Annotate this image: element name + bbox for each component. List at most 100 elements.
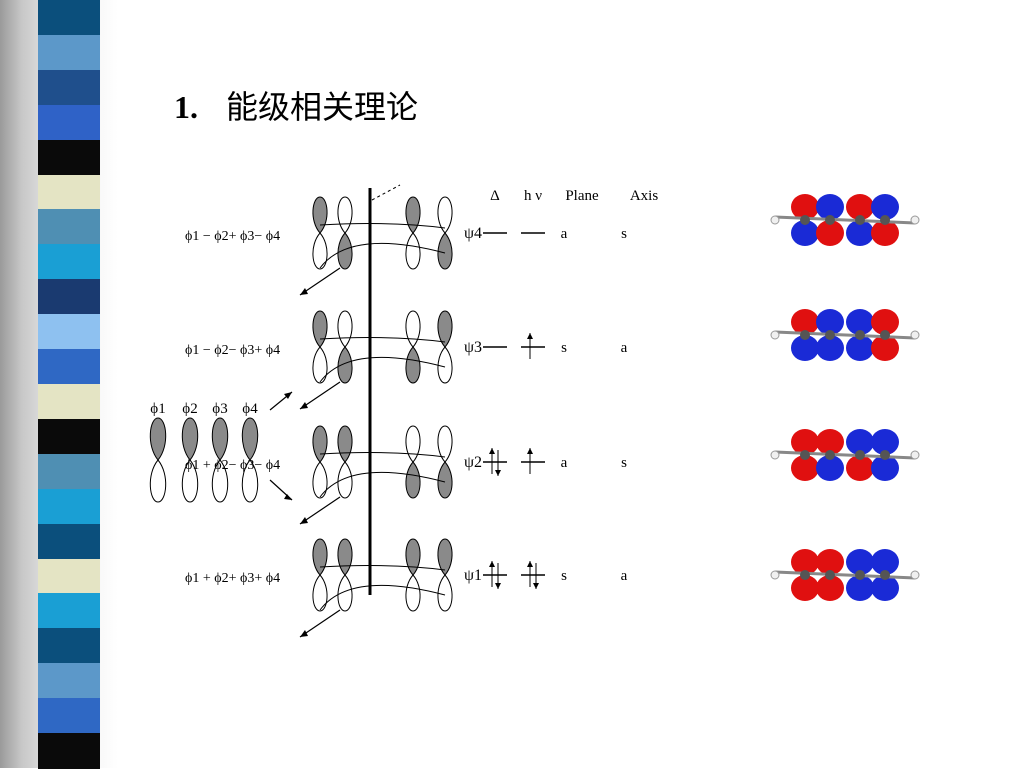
carbon-atom [800,450,810,460]
open-lobe [405,232,421,270]
shaded-lobe [337,425,353,463]
axis-symmetry: a [621,568,628,584]
shaded-lobe [337,538,353,576]
stripe [38,698,100,735]
open-lobe [337,574,353,612]
column-header: Axis [630,188,659,204]
lobe-lower [791,575,819,601]
electron-down-head [495,583,501,589]
hydrogen-atom [910,330,920,340]
lobe-lower [816,220,844,246]
lobe-lower [846,455,874,481]
plane-symmetry: a [561,226,568,242]
open-lobe [437,425,453,463]
carbon-atom [855,570,865,580]
lobe-lower [846,575,874,601]
hydrogen-atom [770,215,780,225]
shaded-lobe [437,461,453,499]
lobe-upper [846,549,874,575]
carbon-atom [800,215,810,225]
open-lobe [312,461,328,499]
correlation-arrow [299,496,341,525]
arrow-head [300,402,308,409]
axis-symmetry: s [621,455,627,471]
combination-label: ϕ1 + ϕ2+ ϕ3+ ϕ4 [185,571,280,586]
arrow-head [300,517,308,524]
stripe [38,349,100,385]
lobe-upper [871,429,899,455]
lobe-upper [871,194,899,220]
lobe-lower [791,455,819,481]
slide-title: 1.能级相关理论 [174,82,418,128]
shaded-lobe [337,232,353,270]
lobe-lower [816,575,844,601]
open-lobe [181,459,199,503]
correlation-arrow [299,609,341,638]
lobe-upper [816,309,844,335]
electron-up-head [527,561,533,567]
lobe-lower [871,335,899,361]
hydrogen-atom [770,570,780,580]
carbon-atom [880,215,890,225]
lobe-upper [816,429,844,455]
arrow-head [300,288,308,295]
combination-label: ϕ1 − ϕ2− ϕ3+ ϕ4 [185,343,280,358]
stripe [38,314,100,351]
axis-symmetry: s [621,226,627,242]
carbon-atom [855,215,865,225]
open-lobe [437,574,453,612]
shaded-lobe [405,461,421,499]
lobe-upper [846,429,874,455]
carbon-atom [825,215,835,225]
bonding-curve [319,242,446,269]
stripe [38,69,100,106]
shaded-lobe [405,538,421,576]
open-lobe [405,310,421,348]
lobe-upper [791,309,819,335]
carbon-atom [825,570,835,580]
shaded-lobe [211,417,229,461]
stripe [38,593,100,630]
axis-dashed-line [371,184,401,201]
plane-symmetry: s [561,568,567,584]
shaded-lobe [437,538,453,576]
lobe-lower [816,335,844,361]
correlation-arrow [299,267,341,296]
open-lobe [211,459,229,503]
carbon-atom [855,450,865,460]
open-lobe [312,574,328,612]
lobe-upper [871,309,899,335]
hydrogen-atom [910,450,920,460]
stripe [38,244,100,281]
stripe [38,733,100,769]
bonding-curve [319,337,446,343]
open-lobe [312,346,328,384]
arrow-head [300,630,308,637]
lobe-lower [791,220,819,246]
lobe-lower [871,455,899,481]
shaded-lobe [181,417,199,461]
energy-axis [368,184,401,595]
stripe [38,384,100,420]
stripe [38,628,100,665]
lobe-upper [846,309,874,335]
lobe-lower [871,575,899,601]
shaded-lobe [437,310,453,348]
stripe [38,34,100,71]
lobe-upper [791,549,819,575]
carbon-chain [774,215,916,225]
mo-isosurface-renders [770,194,920,601]
stripe [38,174,100,211]
arrow-head [284,392,292,399]
electron-up-head [527,448,533,454]
open-lobe [312,232,328,270]
shaded-lobe [405,196,421,234]
stripe [38,279,100,316]
basis-label: ϕ2 [182,401,197,417]
carbon-atom [825,330,835,340]
